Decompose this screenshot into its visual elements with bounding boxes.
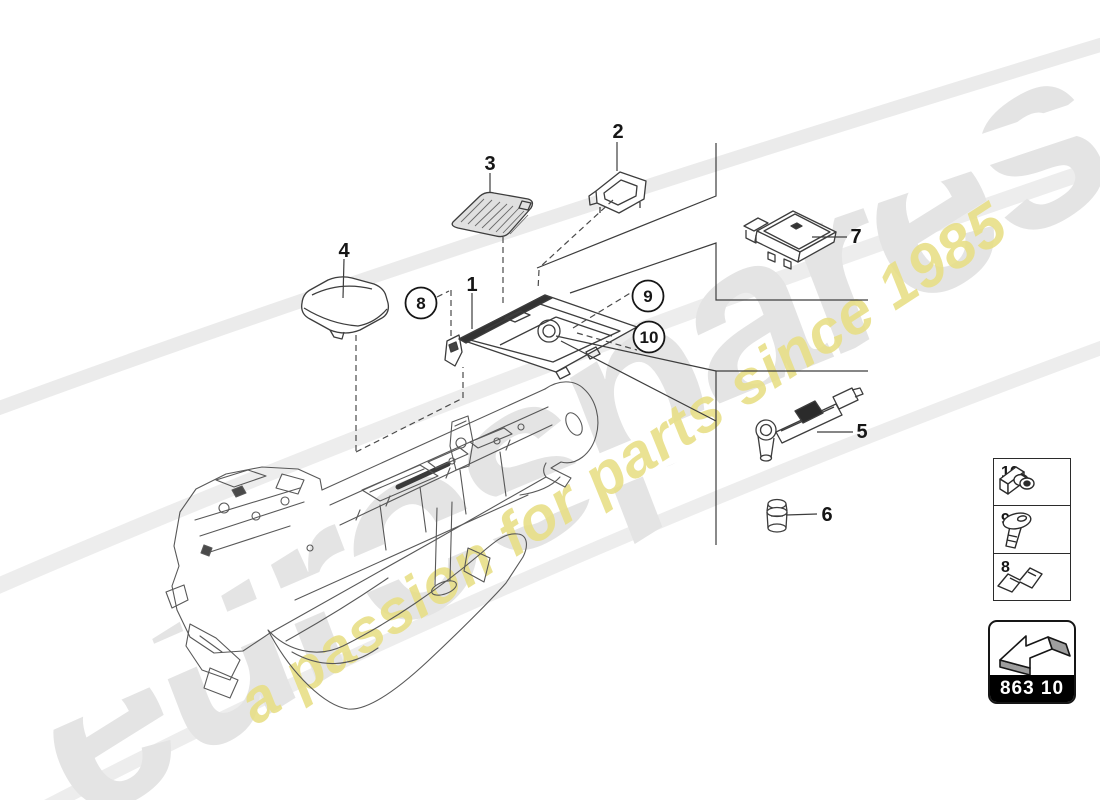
callout-labels: 1 2 3 4 5 6 7 8 9 10 bbox=[338, 121, 867, 526]
callout-3: 3 bbox=[484, 153, 495, 175]
part-4-armrest-lid bbox=[301, 276, 390, 340]
part-1-storage-compartment bbox=[444, 294, 638, 380]
fasteners-legend: 10 9 8 bbox=[993, 458, 1071, 601]
speed-nut-icon bbox=[999, 466, 1035, 495]
part-2-tray bbox=[588, 171, 647, 214]
legend-row-9: 9 bbox=[994, 505, 1070, 552]
legend-number-8: 8 bbox=[1001, 558, 1010, 576]
svg-text:10: 10 bbox=[640, 328, 659, 347]
watermark-swoosh bbox=[0, 37, 1100, 800]
legend-row-10: 10 bbox=[994, 459, 1070, 505]
legend-row-8: 8 bbox=[994, 552, 1070, 600]
orientation-arrow-icon bbox=[999, 635, 1071, 675]
callout-2: 2 bbox=[612, 121, 623, 143]
callout-7: 7 bbox=[850, 226, 861, 248]
part-5-cable bbox=[755, 387, 864, 462]
orientation-arrow bbox=[990, 622, 1074, 675]
part-3-grille bbox=[451, 191, 534, 238]
callout-9-circle: 9 bbox=[631, 279, 665, 313]
part-6-socket bbox=[766, 498, 788, 533]
leader-lines bbox=[342, 142, 868, 545]
spring-clip-icon bbox=[997, 566, 1043, 593]
callout-5: 5 bbox=[856, 421, 867, 443]
page-code-box: 863 10 bbox=[988, 620, 1076, 704]
part-7-usb-module bbox=[743, 210, 837, 270]
screw-icon bbox=[1002, 512, 1032, 550]
callout-1: 1 bbox=[466, 274, 477, 296]
page-code: 863 10 bbox=[990, 675, 1074, 702]
callout-10-circle: 10 bbox=[632, 320, 666, 354]
svg-text:9: 9 bbox=[643, 287, 652, 306]
callout-8-circle: 8 bbox=[404, 286, 438, 320]
svg-text:8: 8 bbox=[416, 294, 425, 313]
callout-6: 6 bbox=[821, 504, 832, 526]
callout-4: 4 bbox=[338, 240, 350, 262]
assembly-dashed-lines bbox=[355, 199, 638, 453]
console-tunnel-drawing bbox=[165, 381, 599, 710]
